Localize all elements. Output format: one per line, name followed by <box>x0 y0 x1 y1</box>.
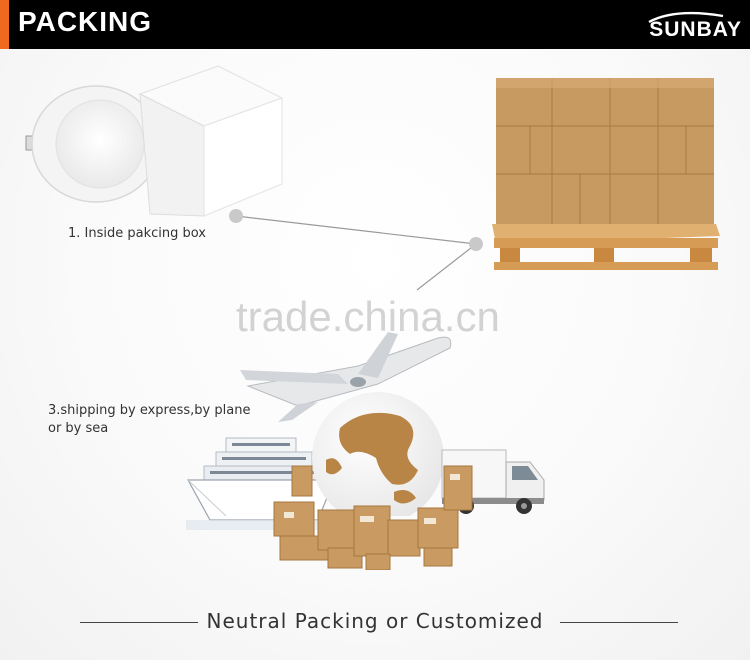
brand-logo: SUNBAY <box>648 11 742 44</box>
globe-image <box>312 392 444 516</box>
brand-swoosh-icon <box>648 11 724 24</box>
header-bar: PACKING SUNBAY <box>0 0 750 49</box>
airplane-image <box>240 332 452 422</box>
caption-inside-box: 1. Inside pakcing box <box>68 226 207 241</box>
truck-image <box>441 449 545 514</box>
header-accent <box>0 0 9 49</box>
footer-line-right <box>560 622 678 623</box>
pallet-boxes-image <box>492 78 720 270</box>
caption-shipping: 3.shipping by express,by plane or by sea <box>48 402 250 438</box>
caption-shipping-line1: 3.shipping by express,by plane <box>48 403 251 418</box>
page-title: PACKING <box>18 6 153 37</box>
watermark: trade.china.cn <box>236 293 500 340</box>
carton-boxes-image <box>273 465 473 570</box>
footer-line-left <box>80 622 198 623</box>
brand-name: SUNBAY <box>649 18 742 41</box>
caption-shipping-line2: or by sea <box>48 421 109 436</box>
footer-title: Neutral Packing or Customized <box>206 609 544 633</box>
white-box-image <box>138 65 284 217</box>
